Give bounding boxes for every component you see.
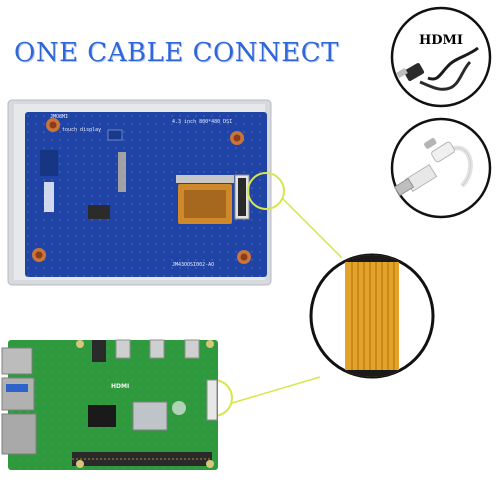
flex-cable-callout [309, 253, 435, 379]
display-part-number: JM43OOSI002-AO [172, 262, 214, 268]
usb-callout [390, 117, 492, 219]
headline-text: ONE CABLE CONNECT [14, 38, 340, 68]
hdmi-cable-icon [396, 46, 479, 91]
raspberry-pi-board: HDMI [1, 339, 218, 470]
display-model-text: 4.3 inch 800*480 DSI [172, 119, 232, 125]
hdmi-callout: HDMI [390, 6, 492, 108]
display-touch-text: touch display [62, 127, 101, 133]
display-connector-line [281, 197, 343, 259]
hdmi-callout-label: HDMI [419, 33, 463, 48]
pi-connector-line [231, 376, 321, 404]
pi-hdmi-text: HDMI [111, 383, 129, 390]
display-connector-marker [247, 172, 285, 210]
usb-c-cable-icon [393, 138, 473, 197]
display-board: JMO8MI touch display 4.3 inch 800*480 DS… [7, 99, 272, 286]
display-brand-text: JMO8MI [50, 114, 68, 120]
